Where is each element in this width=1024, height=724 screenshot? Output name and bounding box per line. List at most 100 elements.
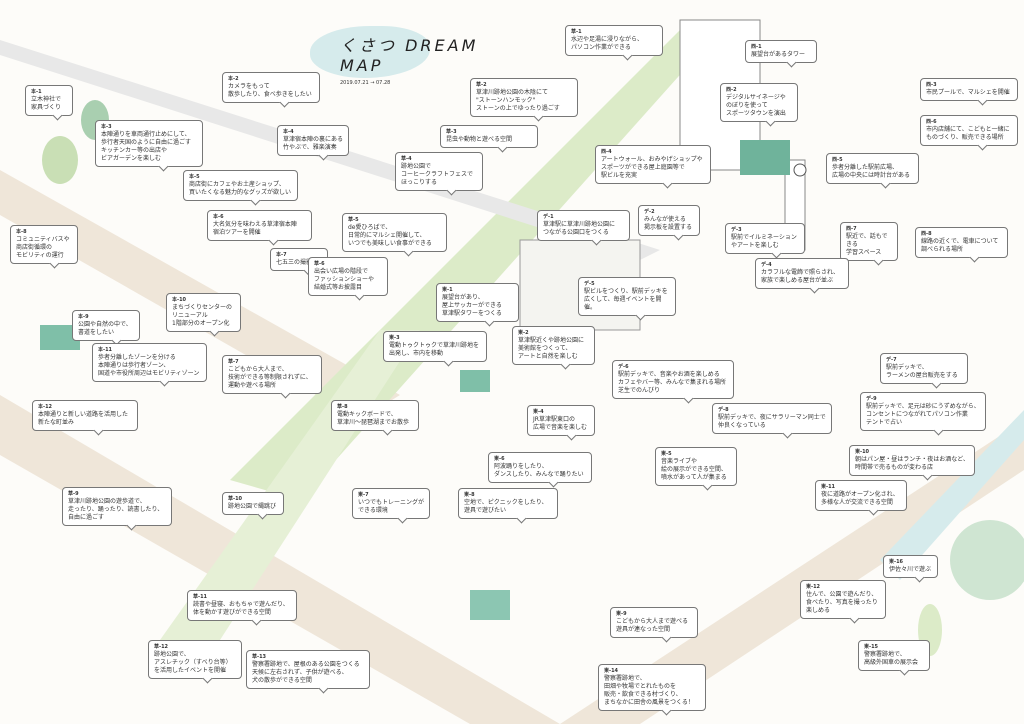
idea-id: 本-12 — [38, 404, 53, 410]
idea-id: デ-6 — [618, 364, 629, 370]
idea-id: 東-15 — [864, 644, 879, 650]
idea-text: 音楽ライブや 絵の展示ができる空間、 噴水があって人が集まる — [661, 457, 727, 481]
idea-id: 草-9 — [68, 491, 79, 497]
idea-id: デ-3 — [731, 227, 742, 233]
idea-text: 伊佐々川で遊ぶ — [889, 565, 932, 573]
idea-id: 本-7 — [276, 252, 287, 258]
idea-text: 線路の近くで、電車について 調べられる場所 — [921, 237, 999, 253]
idea-text: こどもから大人まで遊べる 遊具が連なった空間 — [616, 617, 689, 633]
idea-id: デ-9 — [866, 396, 877, 402]
tree — [950, 520, 1024, 600]
idea-text: 警察署跡地で、 田畑や牧場でとれたものを 販売・飲食できる村づくり、 まちなかに… — [604, 674, 694, 707]
idea-text: 夜に道路がオープン化され、 多様な人が交流できる空間 — [821, 490, 899, 506]
title-dates: 2019.07.21 → 07.28 — [340, 80, 391, 86]
idea-text: 大名気分を味わえる草津宿本陣 宿泊ツアーを開催 — [213, 220, 297, 236]
idea-id: 草-4 — [401, 156, 412, 162]
idea-text: 阿波踊りをしたり、 ダンスしたり、みんなで踊りたい — [494, 462, 584, 478]
idea-id: 草-12 — [154, 644, 169, 650]
road — [0, 395, 560, 724]
title-background — [310, 26, 430, 78]
idea-id: 草-1 — [571, 29, 582, 35]
tree — [42, 136, 78, 184]
idea-id: 東-9 — [616, 611, 627, 617]
idea-text: 電動トゥクトゥクで草津川跡地を 出発し、市内を移動 — [389, 341, 480, 357]
idea-id: 本-9 — [78, 314, 89, 320]
idea-id: 本-1 — [31, 89, 42, 95]
idea-id: 草-3 — [446, 129, 457, 135]
idea-id: 本-6 — [213, 214, 224, 220]
idea-text: 水辺や足湯に浸りながら、 パソコン作業ができる — [571, 35, 644, 51]
tuktuk — [460, 370, 490, 392]
idea-id: 本-8 — [16, 229, 27, 235]
idea-id: 東-11 — [821, 484, 836, 490]
idea-text: 駅前でイルミネーション やアートを楽しむ — [731, 233, 797, 249]
stall — [740, 140, 790, 175]
idea-text: 電動キックボードで、 草津川〜琵琶湖までお散歩 — [337, 410, 410, 426]
idea-id: デ-4 — [761, 262, 772, 268]
idea-id: デ-7 — [886, 357, 897, 363]
idea-id: 東-3 — [389, 335, 400, 341]
idea-text: コミュニティバスや 商店街循環の モビリティの運行 — [16, 235, 70, 259]
idea-id: 西-2 — [726, 87, 737, 93]
house — [470, 590, 510, 620]
idea-text: 七五三の撮影会 — [276, 258, 319, 266]
idea-text: カメラをもって 散歩したり、食べ歩きをしたい — [228, 82, 312, 98]
idea-text: みんなが使える 掲示板を設置する — [644, 215, 693, 231]
title-text: くさつ DREAM MAP — [340, 36, 479, 75]
idea-id: 草-2 — [476, 82, 487, 88]
idea-id: 草-10 — [228, 496, 243, 502]
idea-text: 商店街にカフェやお土産ショップ、 買いたくなる魅力的なグッズが欲しい — [189, 180, 292, 196]
idea-text: 警察署跡地で、屋根のある公園をつくる 天候に左右されず、子供が遊べる、 犬の散歩… — [252, 660, 360, 684]
idea-text: 草津川跡地公園の木陰にて "ストーンハンモック" ストーンの上でゆったり過ごす — [476, 88, 560, 112]
idea-text: 草津宿本陣の裏にある 竹やぶで、雅楽演奏 — [283, 135, 344, 151]
idea-text: 本陣通りと新しい道路を活用した 新たな町並み — [38, 410, 129, 426]
idea-id: 東-16 — [889, 559, 904, 565]
idea-id: デ-8 — [718, 407, 729, 413]
idea-id: 西-5 — [832, 157, 843, 163]
idea-text: JR草津駅東口の 広場で音楽を楽しむ — [533, 415, 588, 431]
idea-id: 東-1 — [442, 287, 453, 293]
idea-id: 草-13 — [252, 654, 267, 660]
idea-text: 立木神社で 家具づくり — [31, 95, 62, 111]
idea-text: 市民プールで、マルシェを開催 — [926, 88, 1010, 96]
idea-id: 草-11 — [193, 594, 208, 600]
idea-id: 草-5 — [348, 217, 359, 223]
idea-id: 草-6 — [314, 261, 325, 267]
idea-text: カラフルな電飾で照らされ、 家族で楽しめる屋台が並ぶ — [761, 268, 840, 284]
idea-id: 東-6 — [494, 456, 505, 462]
idea-id: 西-4 — [601, 149, 612, 155]
idea-id: 西-3 — [926, 82, 937, 88]
